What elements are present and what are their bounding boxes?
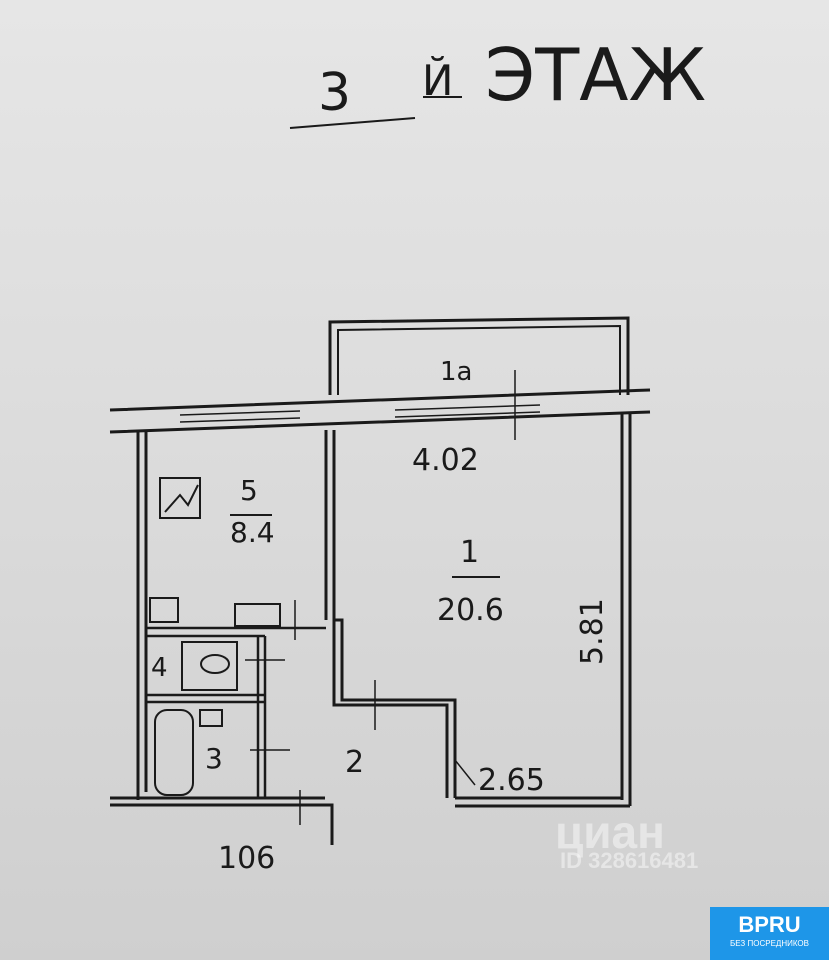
room-5-id: 5 [240,474,258,507]
dimension-right: 5.81 [575,598,610,665]
room-1a-area: 4.02 [412,443,479,478]
bathtub-icon [154,709,194,796]
watermark-id: ID 328616481 [560,848,699,873]
room-1a-id: 1а [440,357,472,387]
room-5-area: 8.4 [230,516,275,549]
room-3-id: 3 [205,742,223,775]
underline [289,117,416,129]
floor-suffix: Й [422,55,453,105]
dimension-bottom-right: 2.65 [478,763,545,798]
room-1-area: 20.6 [437,593,504,628]
logo-tagline: БЕЗ ПОСРЕДНИКОВ [730,939,809,948]
bottom-wall [110,796,630,845]
floor-word: ЭТАЖ [485,33,706,117]
watermark-brand: циан [555,806,665,858]
room-2-id: 2 [345,745,364,780]
room-1-id: 1 [460,535,479,570]
partition [324,430,457,798]
stove-icon [159,477,201,519]
toilet-icon [181,641,238,691]
dimension-bottom-left: 106 [218,841,275,876]
exterior-wall [109,388,651,434]
balcony-wall [328,316,630,395]
logo-name: BPRU [738,912,801,937]
bpru-logo[interactable]: BPRU БЕЗ ПОСРЕДНИКОВ [710,907,829,960]
room-4-id: 4 [151,653,168,683]
sink-icon [234,603,281,627]
right-wall [620,412,632,806]
floor-number: 3 [318,63,351,123]
left-wall [136,432,148,800]
